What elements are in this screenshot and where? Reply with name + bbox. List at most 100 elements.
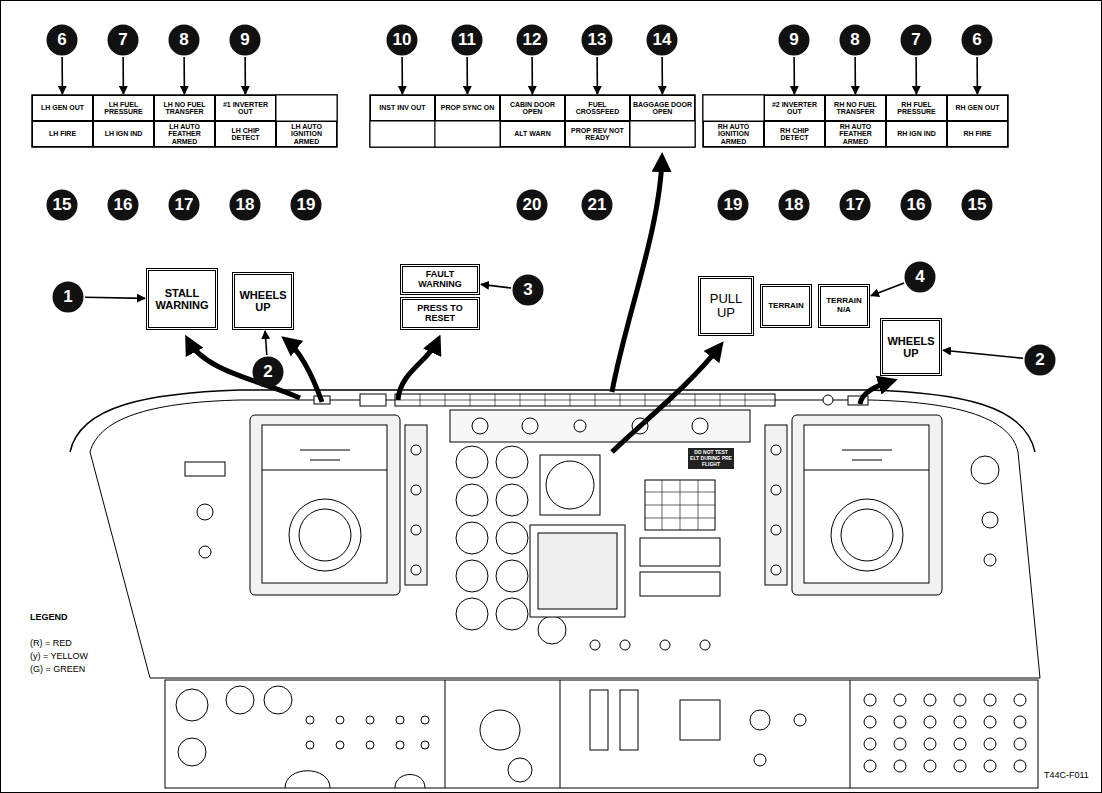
- instrument-panel: [90, 410, 1040, 678]
- text-holder: 8: [839, 31, 871, 50]
- lower-console: [794, 714, 806, 726]
- callout-circle: [53, 282, 84, 313]
- callout-circle: [779, 25, 810, 56]
- text-holder: WHEELS UP: [235, 289, 291, 313]
- lower-console: [864, 760, 876, 772]
- callout-number: 15: [962, 196, 992, 215]
- text-holder: LH AUTO IGNITION ARMED: [277, 123, 336, 145]
- callout-number: 6: [46, 24, 78, 56]
- callout-number: 13: [581, 24, 613, 56]
- callout-number: 18: [779, 196, 809, 215]
- instrument-panel: [405, 425, 427, 585]
- annunciator-light: RH CHIP DETECT: [764, 121, 825, 147]
- callout-circle: [230, 190, 261, 221]
- text-holder: 4: [904, 268, 936, 287]
- lower-console: [421, 741, 429, 749]
- annunciator-text: #1 INVERTER OUT: [217, 101, 274, 116]
- annunciator-text: LH NO FUEL TRANSFER: [156, 101, 213, 116]
- callout-number: 6: [47, 31, 77, 50]
- callout-number: 16: [900, 189, 932, 221]
- callout-number: 2: [1024, 344, 1056, 376]
- callout-number: 12: [516, 24, 548, 56]
- legend-entry: (y) = YELLOW: [30, 651, 88, 661]
- callout-circle: [582, 190, 613, 221]
- glareshield: [395, 394, 775, 406]
- lower-console: [984, 716, 996, 728]
- instrument-panel: [792, 415, 942, 595]
- lower-console: [864, 694, 876, 706]
- callout-circle: [779, 190, 810, 221]
- lower-console: [984, 738, 996, 750]
- text-holder: RH GEN OUT: [948, 104, 1007, 111]
- annunciator-light: PROP REV NOT READY: [565, 121, 630, 147]
- instrument-panel: [411, 525, 421, 535]
- lower-console: [396, 741, 404, 749]
- figure-id: T44C-F011: [1044, 770, 1089, 780]
- instrument-panel: [289, 499, 361, 571]
- callout-number: 1: [52, 281, 84, 313]
- annunciator-light: LH CHIP DETECT: [215, 121, 276, 147]
- lower-console: [165, 680, 1038, 788]
- lower-console: [1014, 738, 1026, 750]
- lower-console: [264, 686, 292, 714]
- callout-number: 20: [516, 189, 548, 221]
- text-holder: TERRAIN: [763, 302, 809, 311]
- callout-number: 18: [230, 196, 260, 215]
- annunciator-light: LH IGN IND: [93, 121, 154, 147]
- lower-console: [954, 694, 966, 706]
- lower-console: [366, 716, 374, 724]
- text-holder: LH FUEL PRESSURE: [94, 101, 153, 116]
- text-holder: LH CHIP DETECT: [216, 127, 275, 142]
- annunciator-light: RH IGN IND: [886, 121, 947, 147]
- annunciator-text: LH FIRE: [34, 130, 91, 137]
- pointer-arrow: [398, 340, 438, 400]
- annunciator-text: CABIN DOOR OPEN: [502, 101, 563, 116]
- text-holder: LH NO FUEL TRANSFER: [155, 101, 214, 116]
- text-holder: 7: [107, 31, 139, 50]
- leader-arrow: [466, 57, 468, 94]
- instrument-panel: [250, 415, 400, 595]
- instrument-panel: [771, 445, 781, 455]
- text-holder: 19: [717, 196, 749, 215]
- lower-console: [924, 760, 936, 772]
- text-holder: 2: [252, 363, 284, 382]
- callout-number: 3: [512, 274, 544, 306]
- callout-number: 17: [168, 189, 200, 221]
- callout-number: 2: [253, 363, 283, 382]
- instrument-panel: [496, 484, 528, 516]
- text-holder: 16: [107, 196, 139, 215]
- annunciator-light: INST INV OUT: [370, 95, 435, 121]
- legend-heading: LEGEND: [30, 612, 68, 622]
- text-holder: 1: [52, 288, 84, 307]
- placard-text: DO NOT TEST ELT DURING PRE FLIGHT: [688, 448, 734, 469]
- callout-number: 16: [901, 196, 931, 215]
- annunciator-panel: [703, 95, 764, 121]
- instrument-panel: [456, 560, 488, 592]
- annunciator-light: RH AUTO FEATHER ARMED: [825, 121, 886, 147]
- text-holder: FUEL CROSSFEED: [566, 101, 629, 116]
- instrument-panel: [771, 565, 781, 575]
- annunciator-panel: [276, 95, 337, 121]
- pointer-arrow: [188, 158, 892, 452]
- glareshield: [360, 394, 386, 406]
- warning-text: TERRAIN: [765, 302, 807, 311]
- pointer-arrow: [286, 340, 322, 402]
- annunciator-light: LH FIRE: [32, 121, 93, 147]
- leader-arrow: [854, 57, 856, 94]
- text-holder: 13: [581, 31, 613, 50]
- leader-arrow: [122, 57, 124, 94]
- leader-arrow: [183, 57, 185, 94]
- instrument-panel: [496, 598, 528, 630]
- callout-number: 20: [517, 196, 547, 215]
- annunciator-panel: [32, 95, 337, 147]
- instrument-panel: [984, 554, 996, 566]
- text-holder: 7: [900, 31, 932, 50]
- callout-number: 17: [839, 189, 871, 221]
- leader-arrow: [976, 57, 978, 94]
- lower-console: [178, 738, 206, 766]
- lower-console: [680, 700, 720, 740]
- annunciator-panel: [32, 95, 1008, 147]
- warning-text: WHEELS UP: [237, 289, 289, 313]
- warning-text: FAULT WARNING: [405, 270, 475, 290]
- callout-number: 17: [169, 196, 199, 215]
